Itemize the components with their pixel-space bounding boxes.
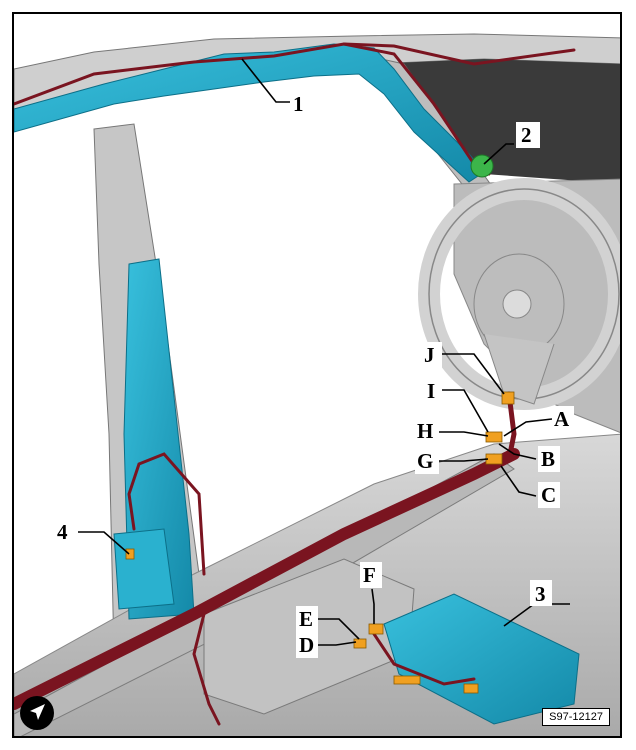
curtain-airbag [14,43,485,183]
svg-text:G: G [417,449,433,473]
callout-1: 1 [290,92,310,116]
svg-text:4: 4 [57,520,68,544]
svg-text:C: C [541,483,556,507]
diagram-frame: 1 2 3 4 A B C D E F G H I J S97-12127 [12,12,622,738]
svg-text:1: 1 [293,92,304,116]
svg-text:3: 3 [535,582,546,606]
svg-text:F: F [363,563,376,587]
connectors [125,391,515,694]
callout-2: 2 [516,122,540,148]
orientation-arrow-icon [20,696,54,730]
callout-B: B [538,446,560,472]
svg-text:I: I [427,379,435,403]
svg-text:E: E [299,607,313,631]
svg-text:H: H [417,419,433,443]
callout-4: 4 [52,518,74,544]
svg-text:A: A [554,407,570,431]
callout-I: I [424,378,440,404]
callout-E: E [296,606,318,632]
svg-text:D: D [299,633,314,657]
windshield-top [374,59,620,184]
callout-3: 3 [530,580,552,606]
svg-text:B: B [541,447,555,471]
callout-G: G [415,448,439,474]
callout-A: A [552,406,574,432]
steering-wheel [418,178,620,410]
wiring-harness [14,42,576,726]
diagram-code: S97-12127 [542,708,610,726]
callout-H: H [415,418,439,444]
callout-F: F [360,562,382,588]
belt-retractor [113,528,175,610]
control-unit [383,593,580,725]
callout-C: C [538,482,560,508]
callout-D: D [296,632,318,658]
svg-text:J: J [424,343,435,367]
vehicle-interior-drawing: 1 2 3 4 A B C D E F G H I J [14,33,620,736]
callout-J: J [422,342,442,368]
svg-text:2: 2 [521,123,532,147]
